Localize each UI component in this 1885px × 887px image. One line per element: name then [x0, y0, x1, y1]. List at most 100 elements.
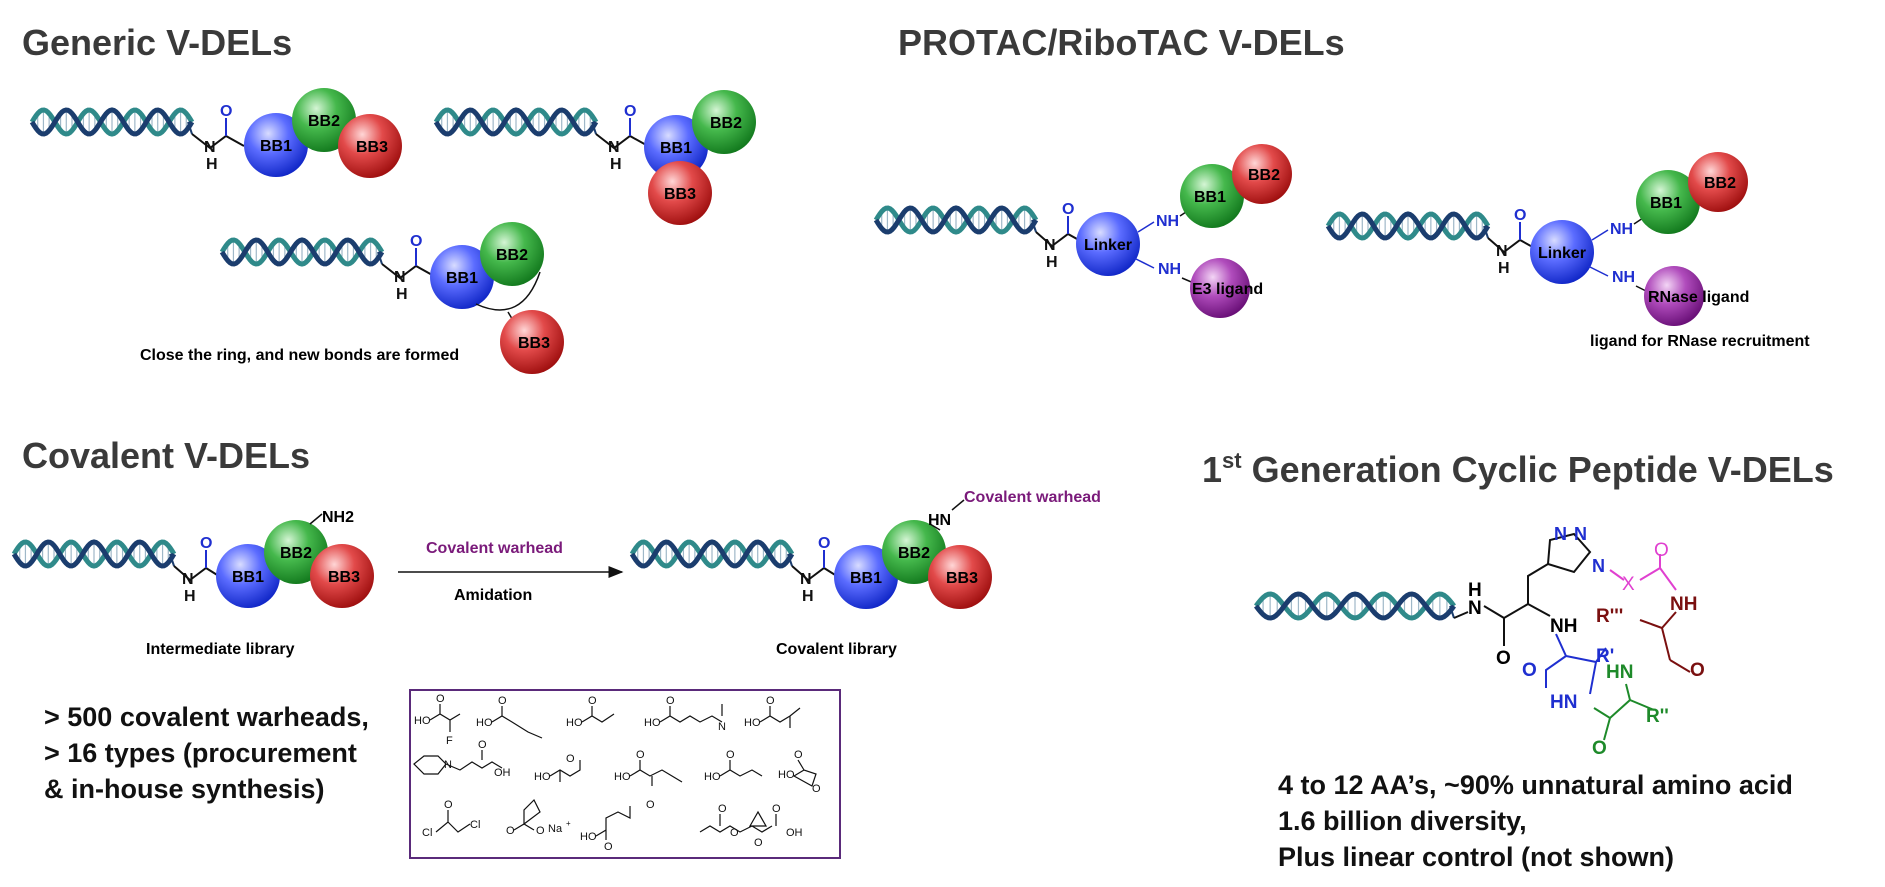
o-label-pink: O	[1654, 540, 1669, 561]
atom-o: O	[772, 803, 781, 815]
amide-n-label: N	[1468, 598, 1482, 619]
nh-label-black: NH	[1550, 616, 1577, 637]
generic-construct-ring: O N H BB1 BB2 BB3 Close the ring, and ne…	[140, 222, 564, 374]
atom-o: O	[478, 739, 487, 751]
atom-o: O	[812, 783, 821, 795]
atom-o: O	[604, 841, 613, 853]
atom-oh: OH	[786, 827, 803, 839]
protac-title: PROTAC/RiboTAC V-DELs	[898, 22, 1345, 63]
cyclic-title: 1st Generation Cyclic Peptide V-DELs	[1202, 448, 1834, 490]
nh-label-top: NH	[1156, 213, 1179, 230]
bb1-sphere	[216, 544, 280, 608]
intermediate-caption: Intermediate library	[146, 641, 295, 658]
bb1-sphere	[244, 113, 308, 177]
atom-ho: HO	[614, 771, 631, 783]
amide-n-label: N	[394, 269, 406, 286]
atom-n: N	[718, 721, 726, 733]
hn-label-blue: HN	[1550, 692, 1577, 713]
e3-ligand-sphere	[1190, 258, 1250, 318]
bb1-label: BB1	[660, 140, 692, 157]
amide-n-label: N	[182, 571, 194, 588]
bb2-label: BB2	[496, 247, 528, 264]
atom-o: O	[566, 753, 575, 765]
amide-h-label: H	[396, 286, 408, 303]
arrow-amidation-label: Amidation	[454, 587, 532, 604]
hn-label: HN	[928, 512, 951, 529]
amide-h-label: H	[1046, 254, 1058, 271]
bb1-sphere	[1636, 170, 1700, 234]
bb3-label: BB3	[356, 139, 388, 156]
dna-helix-icon	[1325, 211, 1491, 241]
o-label-blue: O	[1522, 660, 1537, 681]
dna-helix-icon	[29, 107, 195, 137]
ring-caption: Close the ring, and new bonds are formed	[140, 347, 459, 364]
bullet-line-3: & in-house synthesis)	[44, 774, 325, 804]
bb3-sphere	[500, 310, 564, 374]
triazole-n1: N	[1554, 524, 1567, 544]
atom-oh: OH	[494, 767, 511, 779]
amide-n-label: N	[1496, 243, 1508, 260]
atom-o: O	[498, 695, 507, 707]
bb1-label: BB1	[1650, 195, 1682, 212]
triazole-n3: N	[1592, 556, 1605, 576]
atom-f: F	[446, 735, 453, 747]
carbonyl-o-label: O	[220, 103, 232, 120]
linker-sphere	[1076, 212, 1140, 276]
atom-ho: HO	[580, 831, 597, 843]
atom-cl: Cl	[422, 827, 432, 839]
atom-ho: HO	[534, 771, 551, 783]
o-label-green: O	[1592, 738, 1607, 759]
atom-ho: HO	[476, 717, 493, 729]
rnase-ligand-label: RNase ligand	[1648, 289, 1749, 306]
amide-n-label: N	[800, 571, 812, 588]
bb2-sphere	[480, 222, 544, 286]
carbonyl-o-label: O	[1514, 207, 1526, 224]
atom-o: O	[536, 825, 545, 837]
cyclic-title-rest: Generation Cyclic Peptide V-DELs	[1242, 449, 1834, 490]
atom-o: O	[754, 837, 763, 849]
atom-o: O	[646, 799, 655, 811]
linker-label: Linker	[1084, 237, 1132, 254]
carbonyl-o-label: O	[200, 535, 212, 552]
bb1-sphere	[644, 115, 708, 179]
amidation-arrow: Covalent warhead Amidation	[398, 540, 624, 604]
bullet-line-2: > 16 types (procurement	[44, 738, 357, 768]
atom-o: O	[730, 827, 739, 839]
cyclic-peptide-construct: N H O N N N X O NH R''' O NH O R' HN HN …	[1254, 524, 1705, 759]
amide-h-label: H	[1468, 580, 1482, 601]
bb1-label: BB1	[232, 569, 264, 586]
atom-ho: HO	[414, 715, 431, 727]
amide-n-label: N	[1044, 237, 1056, 254]
nh2-label: NH2	[322, 509, 354, 526]
atom-o: O	[726, 749, 735, 761]
linker-sphere	[1530, 220, 1594, 284]
bb2-sphere	[692, 90, 756, 154]
dna-helix-icon	[1254, 591, 1456, 621]
linker-label: Linker	[1538, 245, 1586, 262]
nh-label-bottom: NH	[1612, 269, 1635, 286]
o-label-maroon: O	[1690, 660, 1705, 681]
bb2-label: BB2	[710, 115, 742, 132]
bb1-label: BB1	[446, 270, 478, 287]
generic-construct-1: O N H BB1 BB2 BB3	[29, 88, 402, 178]
bb3-sphere	[338, 114, 402, 178]
dna-helix-icon	[873, 205, 1039, 235]
cyclic-description: 4 to 12 AA’s, ~90% unnatural amino acid …	[1278, 770, 1793, 872]
atom-na: Na	[548, 823, 563, 835]
covalent-library: O N H BB1 BB2 BB3 HN Covalent warhead Co…	[629, 489, 1101, 658]
cyclic-line-3: Plus linear control (not shown)	[1278, 842, 1674, 872]
bb2-sphere	[1232, 144, 1292, 204]
protac-construct-e3: O N H Linker NH NH BB1 BB2 E3 ligand	[873, 144, 1292, 318]
bb1-sphere	[1180, 164, 1244, 228]
covalent-intermediate: O N H BB1 BB2 BB3 NH2 Intermediate libra…	[11, 509, 374, 658]
bb1-sphere	[834, 545, 898, 609]
amide-h-label: H	[802, 588, 814, 605]
bb2-label: BB2	[308, 113, 340, 130]
atom-o: O	[588, 695, 597, 707]
bb2-label: BB2	[1248, 167, 1280, 184]
bb1-label: BB1	[850, 570, 882, 587]
cyclic-line-1: 4 to 12 AA’s, ~90% unnatural amino acid	[1278, 770, 1793, 800]
carbonyl-o-label: O	[1062, 201, 1074, 218]
warhead-label: Covalent warhead	[964, 489, 1101, 506]
arrow-warhead-label: Covalent warhead	[426, 540, 563, 557]
